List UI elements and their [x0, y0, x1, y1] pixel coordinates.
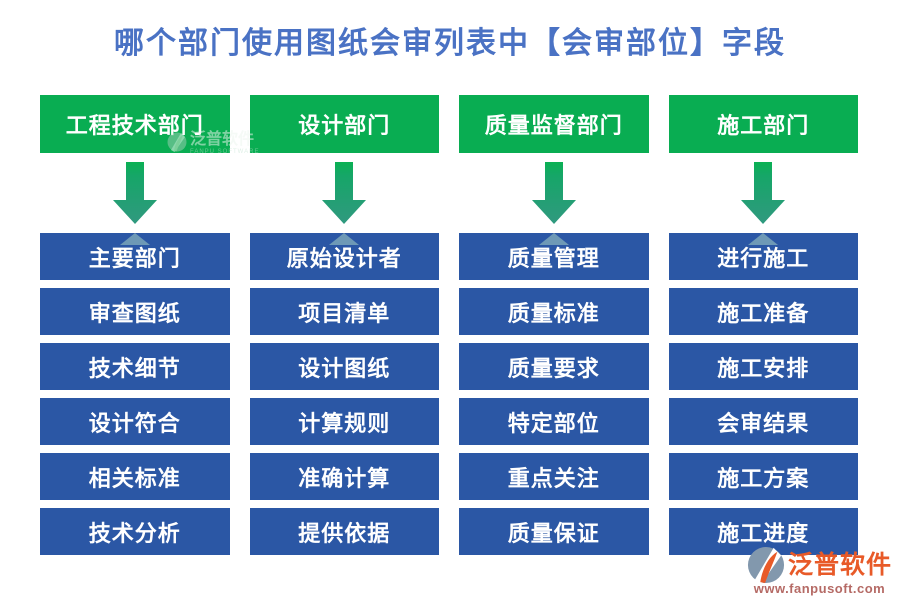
- department-header: 质量监督部门: [459, 95, 649, 153]
- usage-item: 技术分析: [40, 508, 230, 555]
- usage-item: 技术细节: [40, 343, 230, 390]
- usage-item: 质量管理: [459, 233, 649, 280]
- columns-row: 工程技术部门 主要部门 审查图纸 技术细节 设计符合 相关标准 技术分析 设计部…: [0, 95, 900, 563]
- usage-item: 设计图纸: [249, 343, 439, 390]
- department-column-engineering: 工程技术部门 主要部门 审查图纸 技术细节 设计符合 相关标准 技术分析: [40, 95, 230, 563]
- watermark-row: 泛普软件: [747, 546, 892, 584]
- arrow-box: [459, 153, 649, 233]
- down-arrow-icon: [322, 162, 367, 224]
- department-header: 工程技术部门: [40, 95, 230, 153]
- usage-item: 提供依据: [249, 508, 439, 555]
- department-column-quality: 质量监督部门 质量管理 质量标准 质量要求 特定部位 重点关注 质量保证: [459, 95, 649, 563]
- usage-item: 质量要求: [459, 343, 649, 390]
- down-arrow-icon: [531, 162, 576, 224]
- usage-item: 特定部位: [459, 398, 649, 445]
- usage-item: 主要部门: [40, 233, 230, 280]
- watermark-url: www.fanpusoft.com: [753, 581, 886, 596]
- usage-item: 会审结果: [668, 398, 858, 445]
- department-column-construction: 施工部门 进行施工 施工准备 施工安排 会审结果 施工方案 施工进度: [668, 95, 859, 563]
- watermark: 泛普软件 www.fanpusoft.com: [747, 546, 892, 596]
- usage-item: 相关标准: [40, 453, 230, 500]
- department-header: 设计部门: [249, 95, 439, 153]
- usage-item: 原始设计者: [249, 233, 439, 280]
- usage-item: 施工准备: [668, 288, 858, 335]
- usage-item: 施工方案: [668, 453, 858, 500]
- usage-item: 施工安排: [668, 343, 858, 390]
- fanpu-logo-icon: [747, 546, 785, 584]
- usage-item: 重点关注: [459, 453, 649, 500]
- page-title: 哪个部门使用图纸会审列表中【会审部位】字段: [114, 27, 786, 60]
- department-column-design: 设计部门 原始设计者 项目清单 设计图纸 计算规则 准确计算 提供依据: [249, 95, 440, 563]
- arrow-box: [669, 153, 859, 233]
- usage-item: 质量保证: [459, 508, 649, 555]
- usage-item: 项目清单: [249, 288, 439, 335]
- usage-item: 计算规则: [249, 398, 439, 445]
- usage-item: 设计符合: [40, 398, 230, 445]
- arrow-box: [250, 153, 440, 233]
- department-header: 施工部门: [668, 95, 858, 153]
- usage-item: 质量标准: [459, 288, 649, 335]
- usage-item: 审查图纸: [40, 288, 230, 335]
- arrow-box: [40, 153, 230, 233]
- usage-item: 准确计算: [249, 453, 439, 500]
- usage-item: 进行施工: [668, 233, 858, 280]
- down-arrow-icon: [112, 162, 157, 224]
- watermark-brand: 泛普软件: [787, 550, 892, 579]
- down-arrow-icon: [741, 162, 786, 224]
